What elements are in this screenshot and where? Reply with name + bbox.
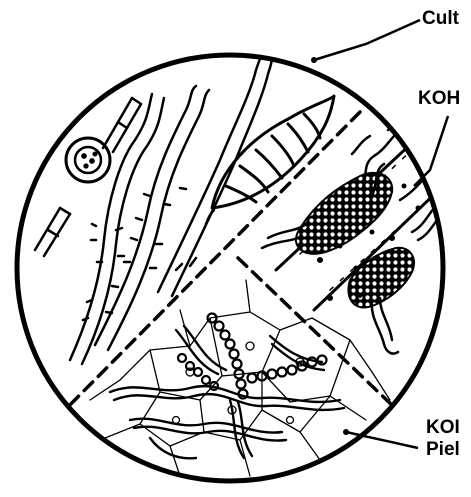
- label-koh-bottom-line1: KOI: [426, 417, 460, 438]
- label-koh-top: KOH: [418, 88, 460, 109]
- label-koh-bottom-line2: Piel: [426, 439, 460, 460]
- leader-culture: [314, 20, 420, 60]
- label-culture: Cult: [422, 8, 460, 29]
